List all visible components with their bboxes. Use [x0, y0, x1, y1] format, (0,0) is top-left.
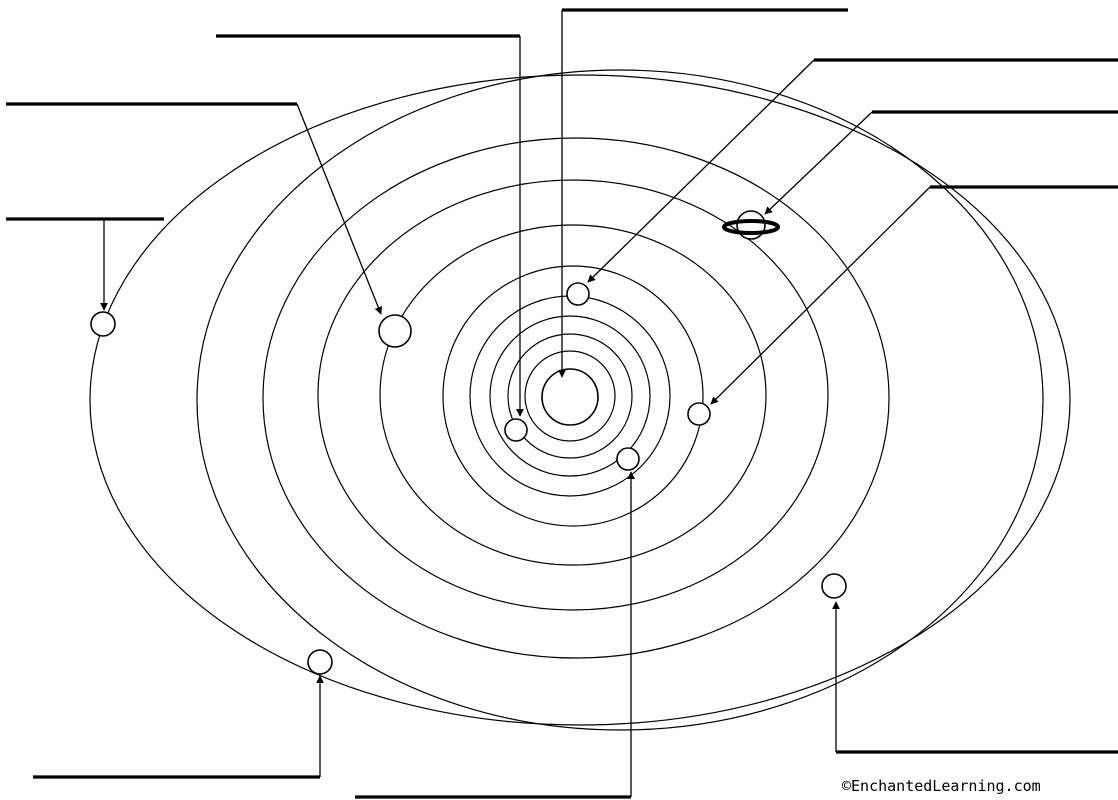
orbit-8 — [262, 137, 890, 659]
planet-3 — [566, 282, 590, 306]
pointer-planet-5 — [296, 103, 383, 315]
orbit-2 — [507, 333, 633, 459]
orbits — [89, 69, 1071, 731]
orbit-7 — [317, 179, 829, 611]
planet-5 — [378, 314, 412, 348]
planet-8 — [307, 649, 333, 675]
pointer-lines — [100, 10, 931, 797]
planet-2 — [616, 447, 640, 471]
pointer-planet-6 — [764, 111, 873, 215]
orbit-10 — [89, 74, 1071, 726]
orbit-6 — [379, 224, 767, 566]
orbit-1 — [524, 350, 616, 442]
answer-blanks — [6, 8, 1118, 799]
planet-9 — [821, 573, 847, 599]
planet-7 — [90, 311, 116, 337]
orbit-3 — [489, 315, 651, 477]
credit-text: ©EnchantedLearning.com — [842, 777, 1041, 795]
pointer-planet-3 — [587, 59, 815, 283]
planet-6-ringed — [722, 210, 780, 240]
orbit-5 — [442, 265, 704, 527]
pointer-planet-4 — [710, 186, 931, 405]
orbit-9 — [196, 69, 1044, 731]
planet-4 — [687, 402, 711, 426]
planet-1 — [504, 418, 528, 442]
planets — [90, 210, 847, 675]
sun — [541, 368, 599, 426]
